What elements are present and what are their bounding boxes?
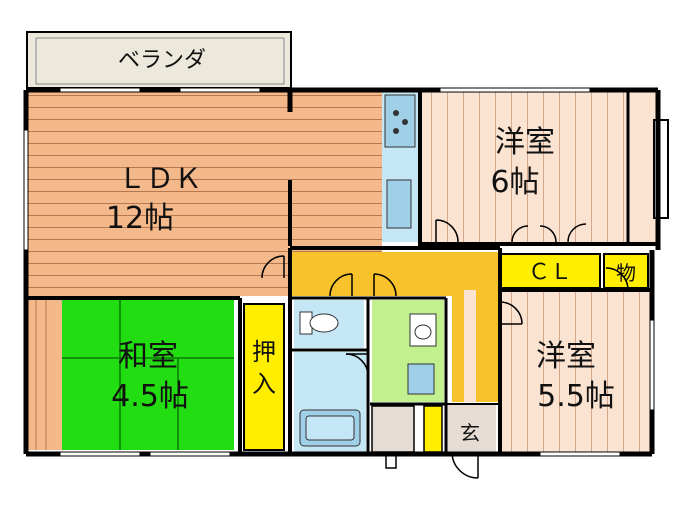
entrance: 玄: [446, 404, 496, 452]
tatami-size: 4.5帖: [111, 379, 189, 414]
tatami-name: 和室: [118, 339, 178, 374]
western1-size: 6帖: [490, 165, 539, 200]
oshiire-label-1: 押: [252, 338, 276, 366]
windows: [23, 87, 655, 457]
storage: 物: [603, 253, 649, 289]
oshiire-label-2: 入: [252, 370, 276, 398]
cl-closet: ＣＬ: [499, 253, 601, 289]
door-swings: [261, 219, 629, 479]
toilet: [294, 300, 364, 348]
cl-label: ＣＬ: [528, 260, 572, 285]
corridor: [292, 252, 500, 402]
storage-label: 物: [616, 261, 636, 285]
tatami-room: 和室 4.5帖: [28, 300, 234, 450]
western-room-2: 洋室 5.5帖: [500, 292, 652, 452]
ldk-size: 12帖: [106, 201, 174, 236]
entrance-label: 玄: [460, 421, 480, 445]
washroom: [372, 300, 444, 402]
western2-name: 洋室: [536, 339, 596, 374]
ldk-name: ＬＤＫ: [118, 162, 202, 195]
shoe-storage: [371, 405, 443, 453]
bathroom: [294, 352, 366, 452]
western2-size: 5.5帖: [537, 379, 615, 414]
western-room-1: 洋室 6帖: [420, 92, 669, 242]
balcony: ベランダ: [26, 31, 292, 89]
western1-name: 洋室: [495, 125, 555, 160]
balcony-label: ベランダ: [118, 48, 206, 73]
oshiire-closet: 押 入: [243, 303, 285, 451]
